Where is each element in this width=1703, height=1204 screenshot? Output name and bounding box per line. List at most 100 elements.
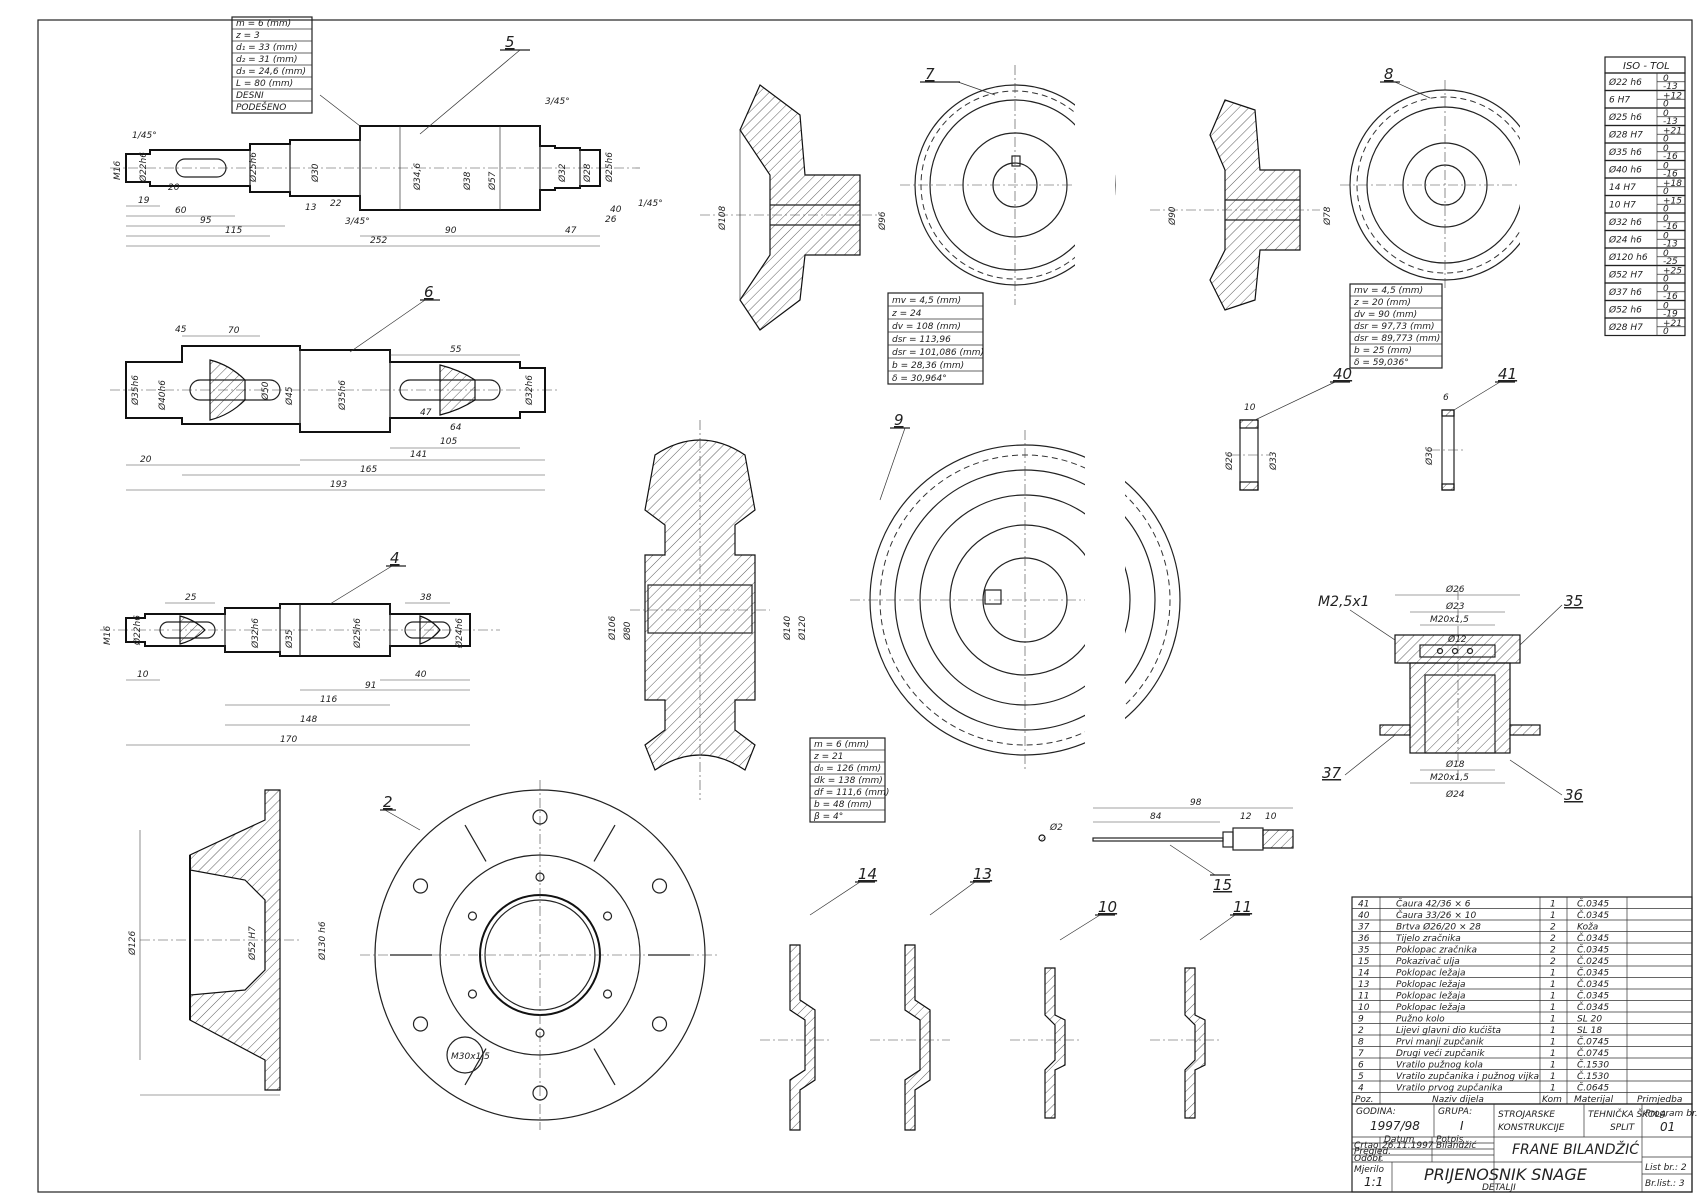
bom-pos: 35 (1358, 946, 1370, 956)
p5-len-90: 90 (445, 226, 457, 236)
gear8-row: dsr = 89,773 (mm) (1354, 334, 1440, 344)
p6-len-141: 141 (410, 450, 427, 460)
part-11-cover: 11 (1150, 898, 1252, 1119)
p9-dim-80: Ø80 (622, 621, 633, 641)
iso-fit: 10 H7 (1609, 201, 1636, 211)
school-line-2: SPLIT (1610, 1123, 1636, 1133)
p4-len-38: 38 (420, 593, 432, 603)
part-40-bushing: 10 Ø33 Ø26 40 (1224, 365, 1352, 491)
p5-chamfer-2: 3/45° (545, 97, 570, 107)
gear8-row: dsr = 97,73 (mm) (1354, 322, 1435, 332)
p6-len-45: 45 (175, 325, 187, 335)
iso-fit: Ø52 H7 (1608, 270, 1643, 281)
p35-dim-m20: M20x1,5 (1430, 615, 1469, 625)
bom-pos: 14 (1358, 969, 1370, 979)
part-36-label: 36 (1564, 786, 1583, 804)
bom-qty: 2 (1550, 946, 1556, 956)
drawing-subtitle: DETALJI (1482, 1183, 1516, 1193)
gear8-row: b = 25 (mm) (1354, 346, 1412, 356)
program-label: Program br. (1645, 1109, 1698, 1119)
inner-bolt-hole (467, 911, 478, 921)
p8-dim-90: Ø90 (1167, 206, 1178, 226)
outer-bolt-hole (412, 878, 429, 894)
iso-fit: Ø25 h6 (1608, 112, 1642, 123)
p6-dia-35: Ø35h6 (130, 375, 141, 406)
p40-dim-10: 10 (1244, 403, 1256, 413)
p5-dia-32: Ø32 (557, 163, 568, 183)
p6-len-105: 105 (440, 437, 457, 447)
gear9-row: β = 4° (813, 812, 843, 822)
p5-dia-38: Ø38 (462, 171, 473, 191)
iso-fit: Ø35 h6 (1608, 147, 1642, 158)
iso-upper: 0 (1663, 232, 1669, 242)
iso-lower: 0 (1663, 187, 1669, 197)
iso-fit: Ø52 h6 (1608, 305, 1642, 316)
p5-dia-25b: Ø25h6 (604, 152, 615, 183)
bom-qty: 1 (1550, 980, 1556, 990)
bom-qty: 1 (1550, 1015, 1556, 1025)
gear5-row: d₃ = 24,6 (mm) (236, 67, 306, 77)
p35-dim-m20b: M20x1,5 (1430, 773, 1469, 783)
inner-bolt-hole (467, 989, 478, 999)
crtao-label: Crtao (1354, 1141, 1379, 1151)
outer-bolt-hole (412, 1016, 429, 1032)
p6-len-165: 165 (360, 465, 377, 475)
gear7-row: mv = 4,5 (mm) (892, 296, 961, 306)
iso-upper: +25 (1663, 267, 1682, 277)
p35-dim-23: Ø23 (1445, 601, 1465, 612)
gear5-row: z = 3 (235, 31, 260, 41)
iso-lower: -16 (1663, 152, 1678, 162)
gear9-row: df = 111,6 (mm) (814, 788, 889, 798)
iso-fit: 6 H7 (1609, 96, 1630, 106)
p2-dim-130h6: Ø130 h6 (317, 921, 328, 961)
p4-len-170: 170 (280, 735, 297, 745)
p5-dia-22: Ø22h6 (138, 152, 149, 183)
part-14-cover: 14 (760, 865, 877, 1131)
bom-pos: 4 (1358, 1084, 1364, 1094)
inner-bolt-hole (535, 872, 545, 882)
iso-lower: -19 (1663, 310, 1678, 320)
bom-pos: 9 (1358, 1015, 1364, 1025)
part-10-label: 10 (1098, 898, 1117, 916)
bom-material: Č.0345 (1577, 978, 1609, 990)
p6-len-20: 20 (140, 455, 152, 465)
iso-lower: 0 (1663, 205, 1669, 215)
inner-bolt-hole (602, 989, 613, 999)
author-name: FRANE BILANDŽIĆ (1512, 1140, 1639, 1158)
p4-len-10: 10 (137, 670, 149, 680)
p5-len-20: 20 (168, 183, 180, 193)
outer-bolt-hole (532, 1085, 548, 1101)
bom-name: Vratilo zupčanika i pužnog vijka (1396, 1071, 1539, 1082)
p5-dia-25: Ø25h6 (248, 152, 259, 183)
part-35-label: 35 (1564, 592, 1583, 610)
grupa-label: GRUPA: (1438, 1107, 1472, 1117)
sheet-border (37, 19, 1693, 1193)
potpis-label: Potpis (1436, 1135, 1464, 1145)
iso-upper: +15 (1663, 197, 1682, 207)
bom-name: Drugi veći zupčanik (1396, 1048, 1485, 1059)
bom-pos: 11 (1358, 992, 1369, 1002)
part-2-label: 2 (383, 793, 393, 811)
part-6-label: 6 (424, 283, 434, 301)
bom-header-material: Materijal (1574, 1095, 1614, 1105)
gear5-row: DESNI (236, 91, 264, 101)
part-15-label: 15 (1213, 876, 1232, 894)
bom-material: Č.0345 (1577, 898, 1609, 910)
p6-dia-35b: Ø35h6 (337, 380, 348, 411)
crtao-date: 26.11.1997 (1382, 1141, 1434, 1151)
bom-material: Č.1530 (1577, 1059, 1609, 1071)
bom-qty: 1 (1550, 1084, 1556, 1094)
gear8-row: z = 20 (mm) (1353, 298, 1411, 308)
housing-rib (464, 824, 487, 862)
p41-dim-6: 6 (1443, 393, 1449, 403)
p5-chamfer-1: 1/45° (132, 131, 157, 141)
bom-pos: 37 (1358, 923, 1370, 933)
bom-material: Č.0345 (1577, 1001, 1609, 1013)
p8-dim-78: Ø78 (1322, 206, 1333, 226)
gear7-row: b = 28,36 (mm) (892, 361, 964, 371)
p15-dim-o2: Ø2 (1049, 822, 1063, 833)
p6-len-64: 64 (450, 423, 462, 433)
part-2-housing-section: Ø126 Ø52 H7 Ø130 h6 (127, 789, 328, 1096)
p6-dia-32: Ø32h6 (524, 375, 535, 406)
